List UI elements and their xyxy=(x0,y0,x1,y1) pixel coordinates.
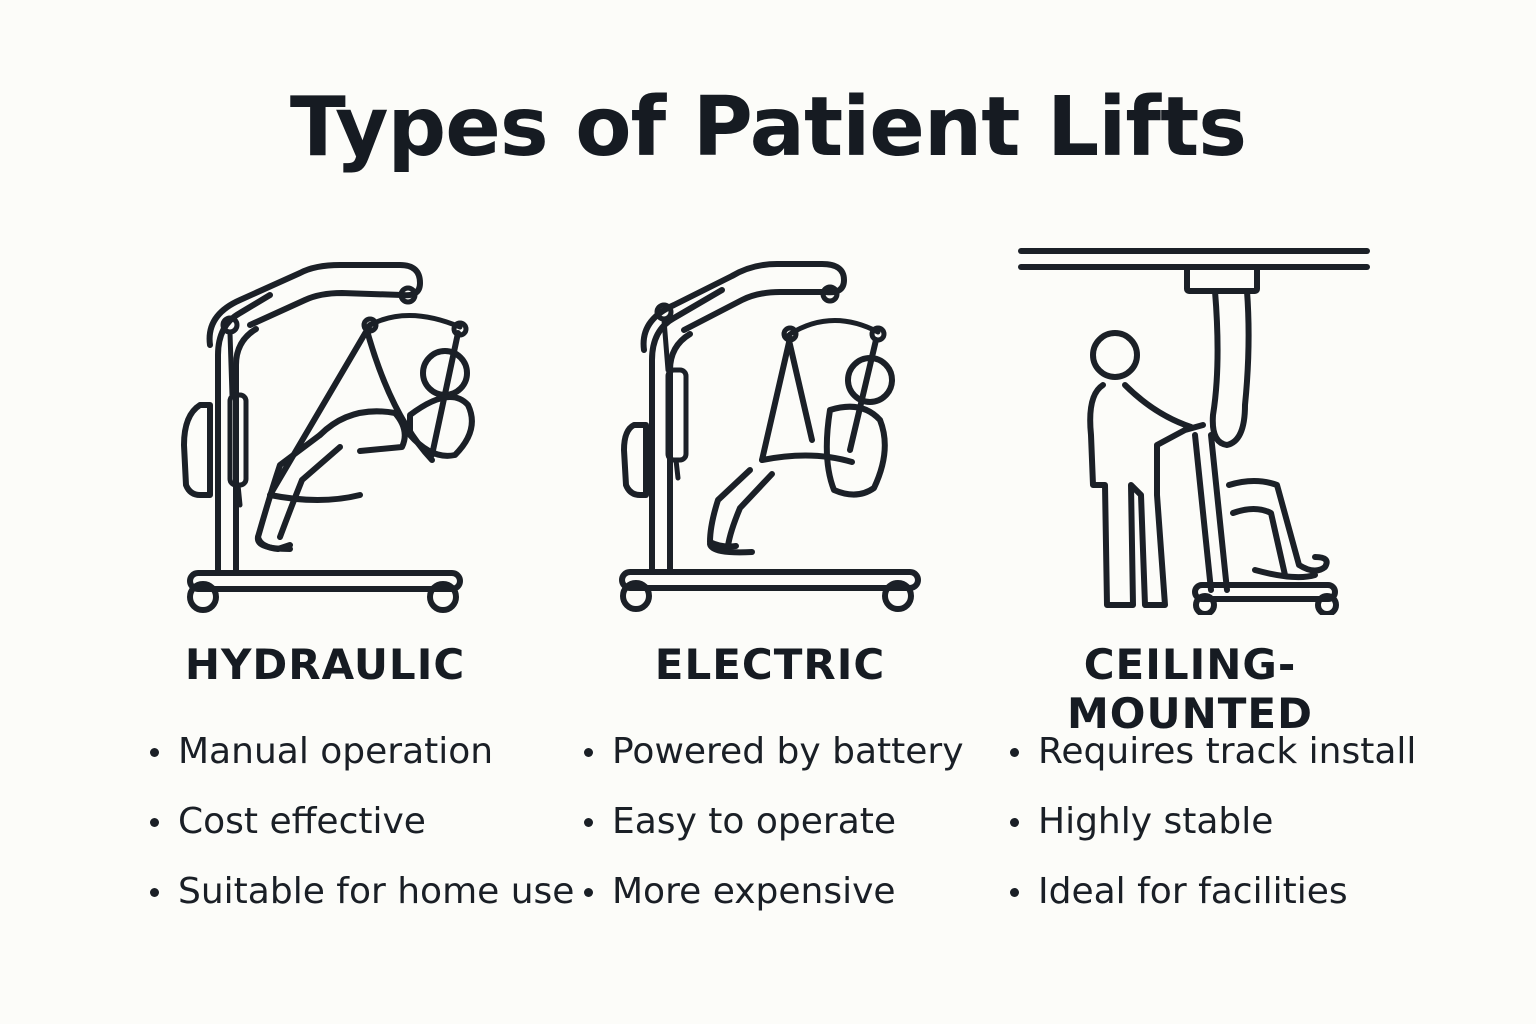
list-item: Highly stable xyxy=(1010,796,1416,866)
list-item: More expensive xyxy=(584,866,964,936)
ceiling-lift-icon xyxy=(1015,245,1375,615)
electric-lift-icon xyxy=(612,250,922,615)
hydraulic-features: Manual operation Cost effective Suitable… xyxy=(150,726,574,936)
list-item: Ideal for facilities xyxy=(1010,866,1416,936)
heading-ceiling-mounted: CEILING-MOUNTED xyxy=(1067,640,1313,738)
ceiling-mounted-features: Requires track install Highly stable Ide… xyxy=(1010,726,1416,936)
page-title: Types of Patient Lifts xyxy=(289,80,1247,175)
list-item: Requires track install xyxy=(1010,726,1416,796)
list-item: Cost effective xyxy=(150,796,574,866)
heading-electric: ELECTRIC xyxy=(654,640,886,689)
heading-hydraulic: HYDRAULIC xyxy=(184,640,466,689)
electric-features: Powered by battery Easy to operate More … xyxy=(584,726,964,936)
list-item: Powered by battery xyxy=(584,726,964,796)
list-item: Suitable for home use xyxy=(150,866,574,936)
hydraulic-lift-icon xyxy=(170,255,480,620)
list-item: Manual operation xyxy=(150,726,574,796)
list-item: Easy to operate xyxy=(584,796,964,866)
